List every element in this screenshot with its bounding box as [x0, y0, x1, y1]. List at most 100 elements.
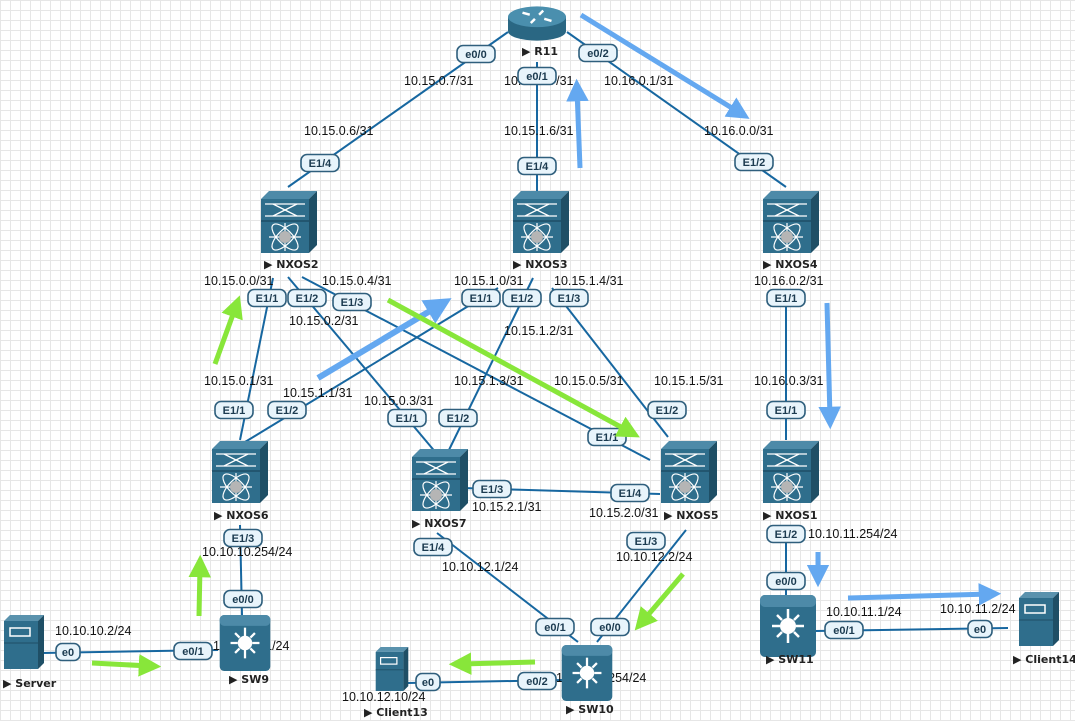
- port-label: E1/1: [223, 405, 246, 417]
- port-badge-frame: [472, 479, 512, 499]
- port-badge[interactable]: e0: [55, 642, 81, 662]
- port-badge[interactable]: e0: [415, 672, 441, 692]
- port-label: E1/2: [656, 405, 679, 417]
- port-label: E1/1: [396, 413, 419, 425]
- nexus-switch-icon: [763, 441, 819, 503]
- ip-label: 10.10.10.2/24: [55, 624, 132, 638]
- port-badge[interactable]: E1/2: [502, 288, 542, 308]
- port-badge[interactable]: e0/0: [223, 589, 263, 609]
- port-badge[interactable]: e0/1: [535, 617, 575, 637]
- port-label: e0: [422, 677, 434, 689]
- port-badge-frame: [287, 288, 327, 308]
- port-badge[interactable]: E1/1: [387, 408, 427, 428]
- nexus-switch-icon: [661, 441, 717, 503]
- node-sw9[interactable]: ▶ SW9: [219, 615, 271, 686]
- node-nxos2[interactable]: ▶ NXOS2: [261, 191, 319, 271]
- port-badge[interactable]: E1/4: [300, 153, 340, 173]
- port-badge[interactable]: E1/3: [223, 528, 263, 548]
- node-label: ▶ R11: [522, 45, 558, 58]
- nexus-switch-icon: [212, 441, 268, 503]
- port-badge[interactable]: E1/2: [647, 400, 687, 420]
- play-icon: ▶: [664, 509, 676, 522]
- port-badge-frame: [413, 537, 453, 557]
- play-icon: ▶: [214, 509, 226, 522]
- port-badge[interactable]: e0: [967, 619, 993, 639]
- ip-label: 10.15.0.7/31: [404, 74, 474, 88]
- node-nxos7[interactable]: ▶ NXOS7: [412, 449, 468, 530]
- port-badge[interactable]: E1/3: [472, 479, 512, 499]
- port-badge[interactable]: e0/2: [517, 671, 557, 691]
- port-badge-frame: [626, 531, 666, 551]
- ip-label: 10.15.1.5/31: [654, 374, 724, 388]
- play-icon: ▶: [1013, 653, 1025, 666]
- port-badge[interactable]: e0/0: [456, 44, 496, 64]
- port-badge[interactable]: E1/1: [766, 288, 806, 308]
- port-label: e0/2: [526, 676, 547, 688]
- port-label: e0/2: [587, 48, 608, 60]
- port-badge-frame: [461, 288, 501, 308]
- node-sw11[interactable]: ▶ SW11: [760, 595, 816, 666]
- port-badge[interactable]: E1/1: [587, 427, 627, 447]
- port-badge-frame: [247, 288, 287, 308]
- node-nxos3[interactable]: ▶ NXOS3: [513, 191, 569, 271]
- port-badge[interactable]: e0/0: [590, 617, 630, 637]
- node-label: ▶ NXOS4: [763, 258, 818, 271]
- port-badge[interactable]: E1/1: [766, 400, 806, 420]
- port-label: E1/1: [256, 293, 279, 305]
- port-label: e0/1: [833, 625, 854, 637]
- port-label: E1/2: [276, 405, 299, 417]
- port-badge-frame: [517, 156, 557, 176]
- node-client14[interactable]: ▶ Client14: [1013, 592, 1075, 666]
- port-label: e0/0: [232, 594, 253, 606]
- port-badge[interactable]: e0/1: [824, 620, 864, 640]
- port-badge-frame: [517, 66, 557, 86]
- port-label: E1/2: [511, 293, 534, 305]
- port-badge[interactable]: E1/2: [287, 288, 327, 308]
- port-badge[interactable]: e0/1: [517, 66, 557, 86]
- port-badge[interactable]: E1/1: [247, 288, 287, 308]
- port-badge[interactable]: e0/1: [173, 641, 213, 661]
- router-icon: [508, 5, 566, 42]
- port-badge[interactable]: E1/1: [461, 288, 501, 308]
- node-server[interactable]: ▶ Server: [3, 615, 57, 690]
- port-badge[interactable]: e0/0: [766, 571, 806, 591]
- node-label: ▶ Client13: [364, 706, 428, 719]
- port-badge-frame: [517, 671, 557, 691]
- node-nxos6[interactable]: ▶ NXOS6: [212, 441, 269, 522]
- port-badge-frame: [766, 571, 806, 591]
- ip-label: 10.15.1.4/31: [554, 274, 624, 288]
- ip-label: 10.10.11.2/24: [940, 602, 1016, 616]
- node-nxos4[interactable]: ▶ NXOS4: [763, 191, 819, 271]
- play-icon: ▶: [766, 653, 778, 666]
- port-badge[interactable]: E1/3: [626, 531, 666, 551]
- port-badge-frame: [766, 288, 806, 308]
- port-badge[interactable]: E1/3: [549, 288, 589, 308]
- port-badge[interactable]: E1/4: [413, 537, 453, 557]
- node-client13[interactable]: ▶ Client13: [364, 647, 428, 719]
- ip-label: 10.10.12.1/24: [442, 560, 519, 574]
- port-badge-frame: [173, 641, 213, 661]
- port-badge-frame: [332, 292, 372, 312]
- port-badge-frame: [502, 288, 542, 308]
- play-icon: ▶: [513, 258, 525, 271]
- port-badge-frame: [766, 524, 806, 544]
- node-nxos1[interactable]: ▶ NXOS1: [763, 441, 819, 522]
- port-badge[interactable]: E1/2: [766, 524, 806, 544]
- node-nxos5[interactable]: ▶ NXOS5: [661, 441, 719, 522]
- port-badge[interactable]: E1/1: [214, 400, 254, 420]
- node-sw10[interactable]: ▶ SW10: [561, 645, 614, 716]
- port-badge[interactable]: E1/2: [438, 408, 478, 428]
- port-badge[interactable]: E1/2: [734, 152, 774, 172]
- ip-label: 10.15.1.6/31: [504, 124, 574, 138]
- port-badge[interactable]: E1/4: [517, 156, 557, 176]
- port-badge[interactable]: e0/2: [578, 43, 618, 63]
- port-badge[interactable]: E1/2: [267, 400, 307, 420]
- port-badge[interactable]: E1/3: [332, 292, 372, 312]
- port-label: e0/0: [465, 49, 486, 61]
- devices-layer: ▶ R11 ▶ NXOS2 ▶ NXOS3 ▶ NXOS4 ▶ NXOS5 ▶ …: [3, 5, 1075, 719]
- l2-switch-icon: [219, 615, 271, 671]
- port-badge[interactable]: E1/4: [610, 483, 650, 503]
- node-r11[interactable]: ▶ R11: [508, 5, 566, 58]
- ip-label: 10.10.12.10/24: [342, 690, 425, 704]
